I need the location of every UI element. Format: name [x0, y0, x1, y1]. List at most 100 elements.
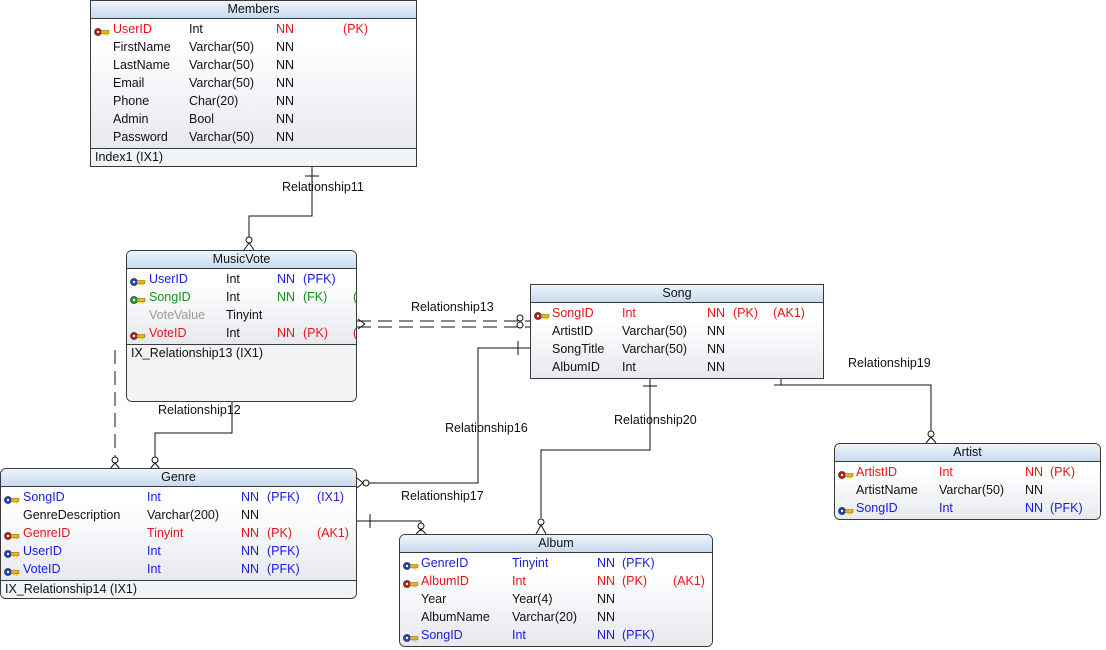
members-column-type: Char(20)	[189, 94, 239, 108]
primary-key-icon	[94, 24, 110, 36]
musicvote-column-key: (PFK)	[303, 272, 336, 286]
artist-column-name: SongID	[856, 501, 898, 515]
relationship16-line	[368, 347, 530, 484]
album-column-nullability: NN	[597, 628, 616, 642]
album-column-type: Int	[512, 574, 526, 588]
members-column-name: Password	[113, 130, 168, 144]
artist-column-name: ArtistName	[856, 483, 918, 497]
musicvote-index-item[interactable]: IX_Relationship13 (IX1)	[131, 346, 264, 360]
relationship12-label[interactable]: Relationship12	[158, 403, 241, 417]
genre-column-nullability: NN	[241, 508, 260, 522]
artist-column-key: (PFK)	[1050, 501, 1083, 515]
relationship16-label[interactable]: Relationship16	[445, 421, 528, 435]
musicvote-column-nullability: NN	[277, 290, 296, 304]
song-column-row[interactable]: SongTitle Varchar(50) NN	[531, 340, 823, 358]
artist-column-name: ArtistID	[856, 465, 897, 479]
musicvote-column-type: Int	[226, 290, 240, 304]
relationship20-label[interactable]: Relationship20	[614, 413, 697, 427]
members-column-type: Varchar(50)	[189, 130, 255, 144]
genre-column-type: Varchar(200)	[147, 508, 220, 522]
members-column-nullability: NN	[276, 94, 295, 108]
album-column-type: Int	[512, 628, 526, 642]
musicvote-column-type: Int	[226, 272, 240, 286]
artist-column-type: Int	[939, 465, 953, 479]
song-column-name: SongID	[552, 306, 594, 320]
artist-column-nullability: NN	[1025, 465, 1044, 479]
relationship11-label[interactable]: Relationship11	[282, 180, 364, 194]
musicvote-column-extra: (	[353, 290, 357, 304]
album-column-key: (PFK)	[622, 628, 655, 642]
album-title[interactable]: Album	[400, 535, 712, 553]
album-column-nullability: NN	[597, 592, 616, 606]
genre-column-nullability: NN	[241, 490, 260, 504]
song-column-name: ArtistID	[552, 324, 593, 338]
song-column-nullability: NN	[707, 360, 726, 374]
genre-column-name: UserID	[23, 544, 62, 558]
genre-column-type: Int	[147, 544, 161, 558]
musicvote-column-name: VoteValue	[149, 308, 206, 322]
song-column-key: (PK)	[733, 306, 758, 320]
song-column-name: SongTitle	[552, 342, 605, 356]
members-column-name: LastName	[113, 58, 170, 72]
song-column-nullability: NN	[707, 342, 726, 356]
genre-column-type: Int	[147, 562, 161, 576]
song-column-type: Varchar(50)	[622, 342, 688, 356]
musicvote-column-nullability: NN	[277, 272, 296, 286]
members-title[interactable]: Members	[91, 1, 416, 19]
song-column-extra: (AK1)	[773, 306, 805, 320]
artist-column-nullability: NN	[1025, 483, 1044, 497]
musicvote-column-name: SongID	[149, 290, 191, 304]
genre-title[interactable]: Genre	[1, 469, 356, 487]
artist-column-type: Int	[939, 501, 953, 515]
members-column-nullability: NN	[276, 76, 295, 90]
relationship13-label[interactable]: Relationship13	[411, 300, 494, 314]
genre-index-item[interactable]: IX_Relationship14 (IX1)	[5, 582, 138, 596]
musicvote-title[interactable]: MusicVote	[127, 251, 356, 269]
primary-foreign-key-icon	[403, 558, 419, 570]
song-title[interactable]: Song	[531, 285, 823, 303]
members-index-item[interactable]: Index1 (IX1)	[95, 150, 164, 164]
relationship19-label[interactable]: Relationship19	[848, 356, 931, 370]
musicvote-column-extra: (	[353, 326, 357, 340]
relationship17-label[interactable]: Relationship17	[401, 489, 484, 503]
album-column-name: Year	[421, 592, 447, 606]
artist-title[interactable]: Artist	[835, 444, 1100, 462]
